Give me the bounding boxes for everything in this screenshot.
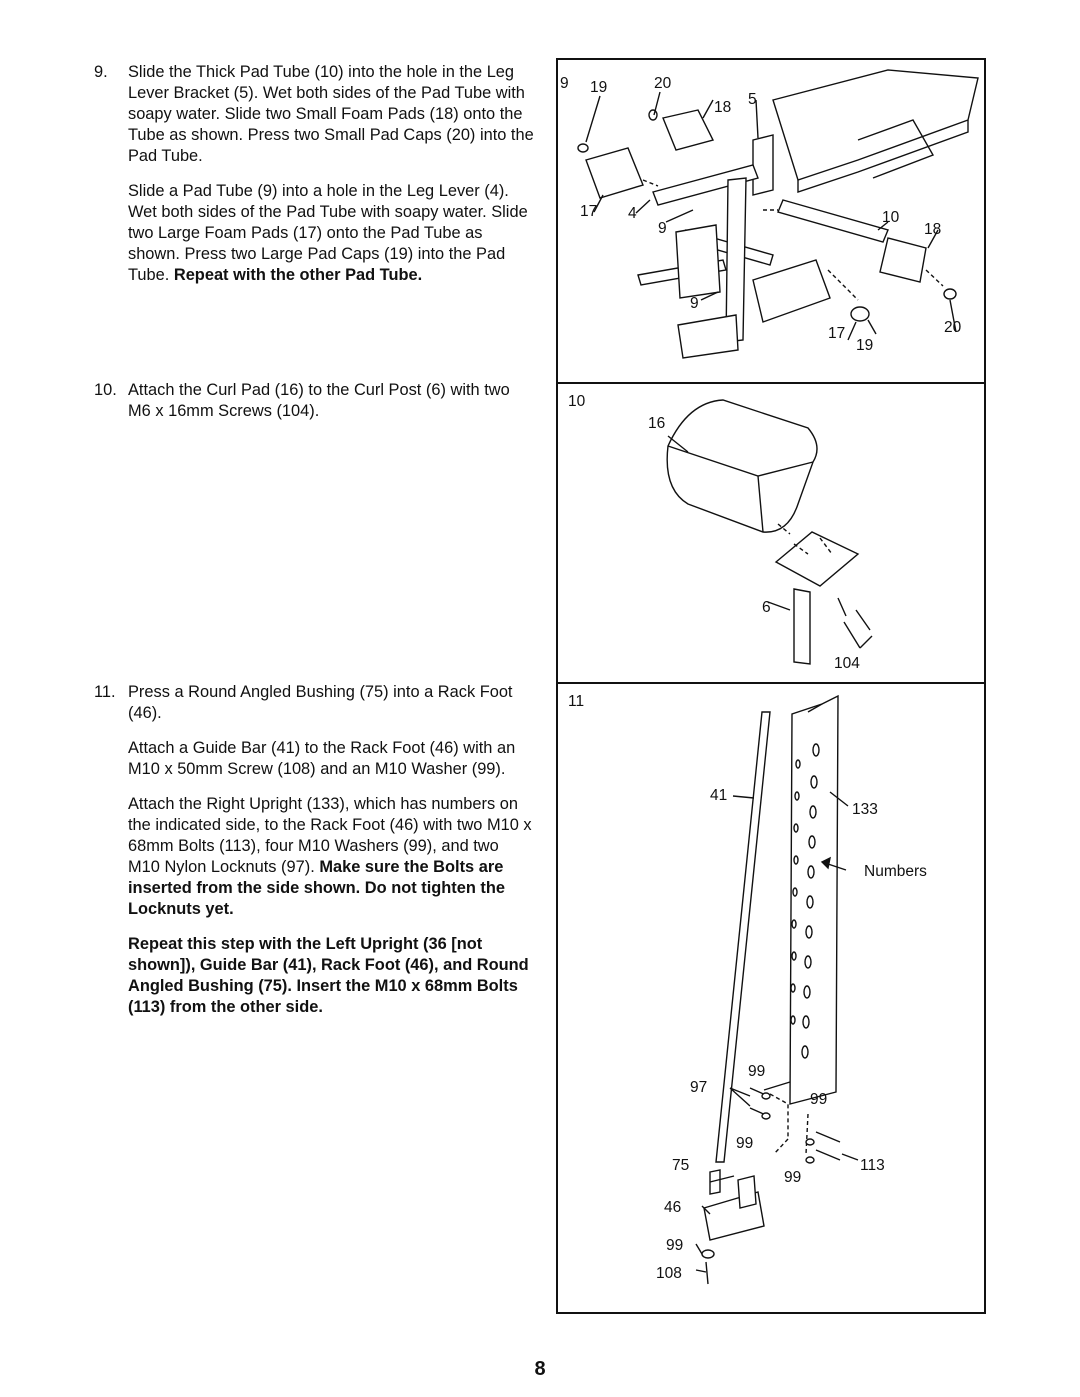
thick-pad-tube-right xyxy=(777,199,889,243)
callout-17: 17 xyxy=(828,325,845,342)
figure-step-11: 11 41 133 Numbers 99 97 99 99 75 99 113 … xyxy=(556,682,986,1314)
rack-foot-bracket xyxy=(737,1175,757,1209)
pad-cap xyxy=(648,109,658,121)
callout-11: 11 xyxy=(568,693,584,710)
step-10: 10. Attach the Curl Pad (16) to the Curl… xyxy=(94,380,534,436)
washer xyxy=(761,1092,771,1100)
step-number: 11. xyxy=(94,683,116,701)
leg-lever xyxy=(725,177,747,343)
callout-108: 108 xyxy=(656,1265,682,1282)
callout-19: 19 xyxy=(856,337,873,354)
callout-4: 4 xyxy=(628,205,637,222)
arrow-icon xyxy=(820,856,831,870)
large-foam-pad-front xyxy=(752,259,831,323)
pad-cap xyxy=(943,288,957,300)
step-paragraph: Attach a Guide Bar (41) to the Rack Foot… xyxy=(128,739,516,778)
pad-cap xyxy=(577,143,589,153)
step-paragraph: Attach the Curl Pad (16) to the Curl Pos… xyxy=(128,381,510,420)
upright-holes xyxy=(790,743,820,1059)
callout-113: 113 xyxy=(860,1157,885,1174)
callout-99: 99 xyxy=(784,1169,801,1186)
step-paragraph: Attach the Right Upright (133), which ha… xyxy=(128,795,532,918)
leg-lever-diagram: 9 20 19 18 5 17 4 9 10 18 9 20 17 19 xyxy=(560,69,979,359)
washer xyxy=(761,1112,771,1120)
step-paragraph: Slide a Pad Tube (9) into a hole in the … xyxy=(128,182,528,284)
bench-frame xyxy=(857,119,935,179)
step-paragraph: Repeat this step with the Left Upright (… xyxy=(128,935,529,1016)
callout-16: 16 xyxy=(648,415,665,432)
callout-104: 104 xyxy=(834,655,860,672)
step-number: 10. xyxy=(94,381,117,399)
curl-post-plate xyxy=(774,531,860,587)
step-number: 9. xyxy=(94,63,108,81)
leg-lever-bracket xyxy=(752,134,774,196)
callout-18: 18 xyxy=(924,221,941,238)
callout-20: 20 xyxy=(944,319,962,336)
curl-pad-diagram: 10 16 6 104 xyxy=(568,393,873,672)
callout-99: 99 xyxy=(736,1135,753,1152)
callout-9: 9 xyxy=(690,295,699,312)
callout-75: 75 xyxy=(672,1157,689,1174)
step-paragraph: Press a Round Angled Bushing (75) into a… xyxy=(128,683,513,722)
figure-step-9: 9 20 19 18 5 17 4 9 10 18 9 20 17 19 xyxy=(556,58,986,384)
callout-19: 19 xyxy=(590,79,607,96)
washer xyxy=(701,1249,715,1259)
screw xyxy=(705,1261,709,1285)
leader-lines xyxy=(667,435,873,649)
step-paragraph: Slide the Thick Pad Tube (10) into the h… xyxy=(128,63,534,165)
curl-post xyxy=(793,588,811,665)
bolts-locknuts xyxy=(749,1087,841,1161)
callout-99: 99 xyxy=(666,1237,683,1254)
callout-9: 9 xyxy=(658,220,667,237)
callout-6: 6 xyxy=(762,599,771,616)
assembly-guide xyxy=(642,179,944,301)
bench-seat xyxy=(772,69,979,181)
page-number: 8 xyxy=(534,1358,546,1380)
callout-18: 18 xyxy=(714,99,731,116)
round-angled-bushing xyxy=(709,1169,721,1195)
washer xyxy=(805,1156,815,1164)
callout-99: 99 xyxy=(748,1063,765,1080)
callout-97: 97 xyxy=(690,1079,707,1096)
leg-lever-foot xyxy=(677,314,739,359)
callout-46: 46 xyxy=(664,1199,681,1216)
rack-upright-diagram: 11 41 133 Numbers 99 97 99 99 75 99 113 … xyxy=(568,693,927,1285)
small-foam-pad-left xyxy=(662,109,715,151)
leader-lines xyxy=(585,91,957,341)
callout-10: 10 xyxy=(568,393,586,410)
curl-pad-edge xyxy=(757,475,764,533)
callout-9: 9 xyxy=(560,75,569,92)
callout-41: 41 xyxy=(710,787,727,804)
large-foam-pad-back xyxy=(675,224,721,299)
callout-133: 133 xyxy=(852,801,878,818)
callout-5: 5 xyxy=(748,91,757,108)
callout-99: 99 xyxy=(810,1091,827,1108)
assembly-guide xyxy=(769,1093,809,1155)
screws xyxy=(837,597,871,631)
large-foam-pad-left xyxy=(585,147,644,199)
numbers-label: Numbers xyxy=(864,863,927,880)
callout-10: 10 xyxy=(882,209,900,226)
step-9: 9. Slide the Thick Pad Tube (10) into th… xyxy=(94,62,534,300)
right-upright xyxy=(789,694,839,1105)
bench-seat-edge xyxy=(797,120,969,193)
leader-lines xyxy=(695,791,859,1273)
step-11: 11. Press a Round Angled Bushing (75) in… xyxy=(94,682,534,1032)
figure-step-10: 10 16 6 104 xyxy=(556,382,986,684)
pad-cap xyxy=(850,306,870,322)
right-upright-edge xyxy=(807,703,823,713)
callout-20: 20 xyxy=(654,75,672,92)
thick-pad-tube xyxy=(652,164,759,206)
guide-bar xyxy=(715,711,771,1163)
washer xyxy=(805,1138,815,1146)
curl-pad xyxy=(666,399,818,533)
small-foam-pad-right xyxy=(879,237,927,283)
assembly-guide xyxy=(777,523,833,555)
callout-17: 17 xyxy=(580,203,597,220)
